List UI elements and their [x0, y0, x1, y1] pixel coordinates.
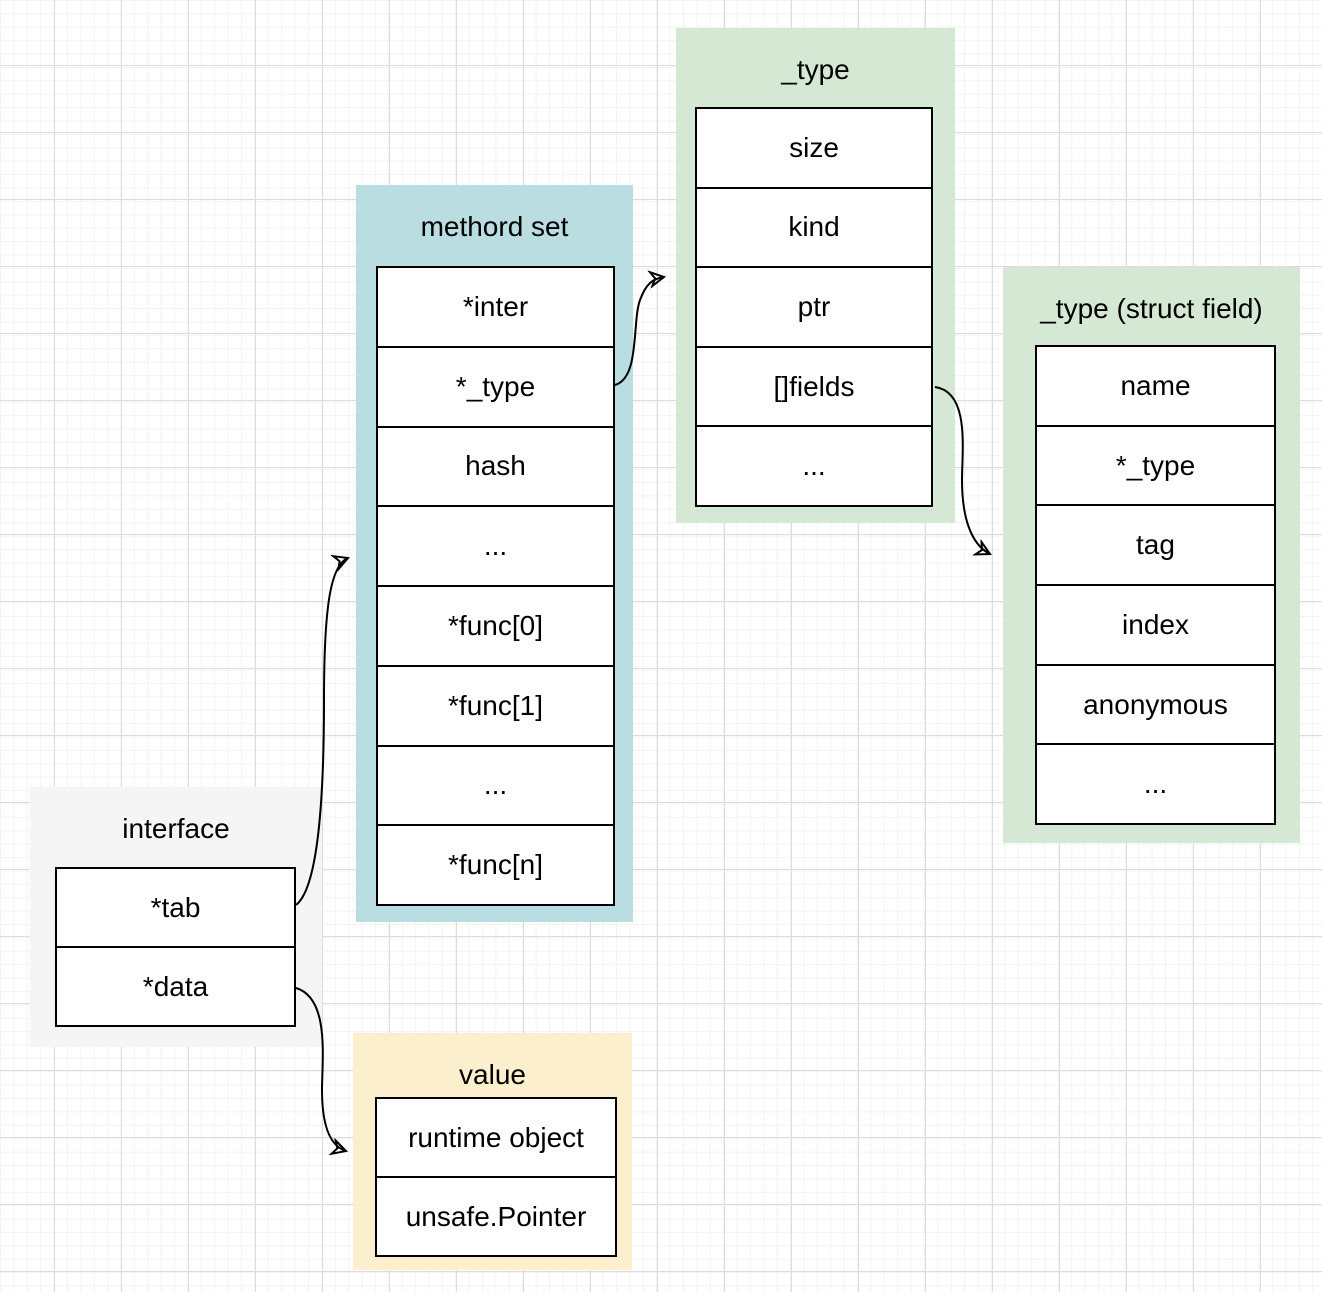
table-row: hash: [378, 425, 613, 506]
table-row: size: [789, 131, 839, 163]
method-set-box: methord set *inter *_type hash ... *func…: [356, 185, 633, 922]
table-row: *_type: [1037, 424, 1274, 505]
type-struct-field-box: _type (struct field) name *_type tag ind…: [1003, 267, 1300, 843]
table-row: kind: [697, 186, 931, 267]
table-row: ...: [1037, 743, 1274, 823]
method-set-table: *inter *_type hash ... *func[0] *func[1]…: [376, 266, 615, 906]
type-struct-field-box-title: _type (struct field): [1040, 293, 1263, 324]
type-box: _type size kind ptr []fields ...: [676, 28, 955, 523]
table-row: *func[1]: [378, 664, 613, 745]
type-table: size kind ptr []fields ...: [695, 107, 933, 507]
table-row: unsafe.Pointer: [377, 1176, 615, 1255]
type-struct-field-table: name *_type tag index anonymous ...: [1035, 345, 1276, 825]
interface-box-title: interface: [122, 813, 230, 844]
table-row: *_type: [378, 345, 613, 426]
value-box: value runtime object unsafe.Pointer: [353, 1033, 632, 1270]
method-set-box-title: methord set: [420, 211, 569, 242]
table-row: runtime object: [408, 1121, 584, 1153]
interface-table: *tab *data: [55, 867, 296, 1027]
table-row: *data: [57, 946, 294, 1025]
table-row: index: [1037, 584, 1274, 664]
table-row: anonymous: [1037, 663, 1274, 744]
table-row: *func[0]: [378, 585, 613, 665]
table-row: []fields: [697, 345, 931, 426]
interface-box: interface *tab *data: [30, 787, 322, 1047]
table-row: tag: [1037, 504, 1274, 584]
table-row: ptr: [697, 266, 931, 346]
table-row: name: [1120, 369, 1191, 401]
table-row: ...: [378, 505, 613, 585]
table-row: *tab: [150, 891, 201, 923]
value-box-title: value: [459, 1059, 526, 1090]
table-row: *func[n]: [378, 824, 613, 904]
type-box-title: _type: [781, 54, 850, 85]
table-row: *inter: [462, 290, 529, 322]
value-table: runtime object unsafe.Pointer: [375, 1097, 617, 1257]
table-row: ...: [697, 425, 931, 505]
table-row: ...: [378, 744, 613, 825]
